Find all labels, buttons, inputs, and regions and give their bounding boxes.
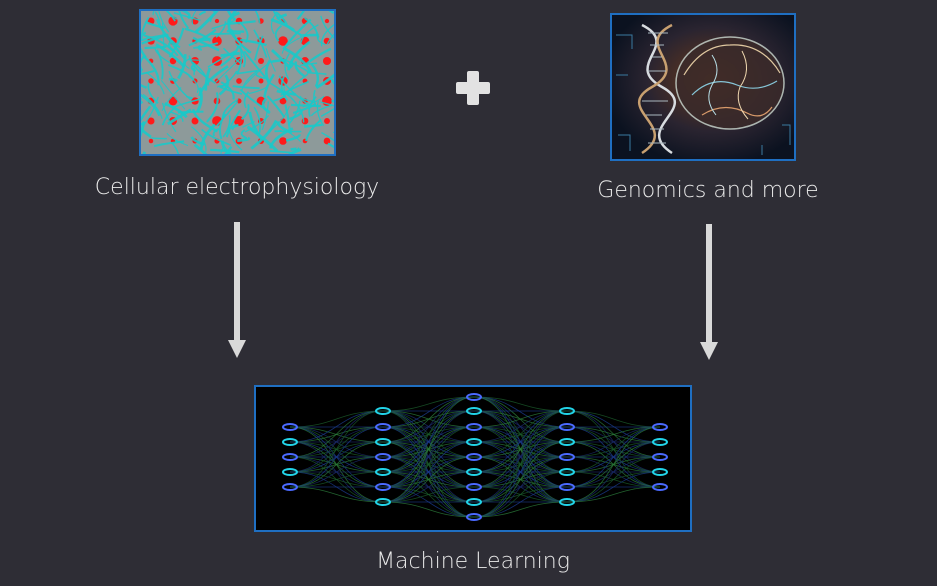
right-caption: Genomics and more	[597, 178, 819, 203]
neural-network-image	[254, 385, 692, 532]
dna-brain-image	[610, 13, 796, 161]
dna-brain-graphic	[612, 15, 794, 159]
left-caption: Cellular electrophysiology	[94, 175, 380, 200]
neural-network-graphic	[282, 393, 668, 521]
plus-icon	[456, 71, 490, 105]
electrode-array-image	[139, 9, 336, 156]
output-caption: Machine Learning	[376, 549, 570, 574]
electrode-array-graphic	[141, 11, 334, 154]
